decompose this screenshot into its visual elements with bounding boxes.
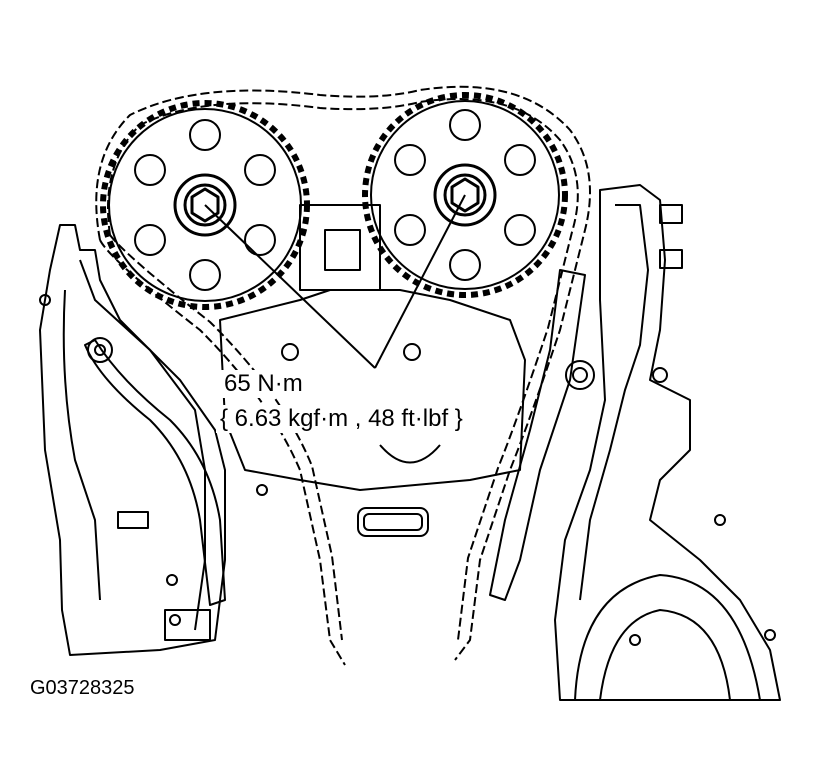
left-guide-pivot: [87, 337, 113, 363]
left-housing-bolt-2: [166, 574, 178, 586]
right-sprocket-bolt-head: [450, 177, 480, 213]
right-housing-bolt-2: [629, 634, 641, 646]
left-chain-guide: [84, 339, 226, 606]
torque-conversions-label: { 6.63 kgf·m , 48 ft·lbf }: [216, 405, 467, 433]
center-bolt-right: [403, 343, 421, 361]
right-sprocket-rim: [370, 100, 560, 290]
center-cam-bridge-inner: [324, 229, 361, 271]
right-sprocket-teeth: [362, 92, 568, 298]
torque-value-label: 65 N·m: [220, 370, 307, 398]
left-cam-sprocket: [100, 100, 310, 310]
right-housing-bolt-4: [764, 629, 776, 641]
crank-cover-inner: [599, 609, 731, 701]
left-sprocket-hub: [173, 173, 237, 237]
center-cam-bridge: [299, 204, 381, 291]
center-arc: [379, 444, 441, 464]
right-chain-guide: [489, 269, 586, 601]
left-housing-outline: [39, 224, 226, 656]
right-stud-upper: [659, 204, 683, 224]
tensioner-bolt: [565, 360, 595, 390]
right-housing-outline: [554, 184, 781, 701]
left-housing-bolt-1: [39, 294, 51, 306]
oil-slot-inner: [363, 513, 423, 531]
right-stud-lower: [659, 249, 683, 269]
left-guide-pivot-inner: [94, 344, 106, 356]
right-housing-bolt-1: [652, 367, 668, 383]
timing-chain-inner: [107, 98, 579, 641]
right-sprocket-hub: [433, 163, 497, 227]
left-sprocket-rim: [108, 108, 302, 302]
right-housing-inner: [579, 204, 649, 601]
oil-slot: [357, 507, 429, 537]
left-sprocket-teeth: [100, 100, 310, 310]
tensioner-bolt-head: [572, 367, 588, 383]
timing-chain-outer: [95, 85, 591, 666]
leader-line-right: [374, 194, 466, 369]
left-sprocket-bolt-head: [190, 187, 220, 223]
left-bracket-tab: [164, 609, 211, 641]
figure-id-label: G03728325: [30, 677, 135, 699]
right-housing-bolt-3: [714, 514, 726, 526]
left-housing-bolt-3: [169, 614, 181, 626]
left-housing-bolt-4: [256, 484, 268, 496]
leader-line-left: [204, 204, 376, 369]
left-bracket: [117, 511, 149, 529]
center-bolt-left: [281, 343, 299, 361]
crank-cover-arc: [574, 574, 761, 701]
right-cam-sprocket: [362, 92, 568, 298]
left-housing-rib: [62, 289, 101, 601]
